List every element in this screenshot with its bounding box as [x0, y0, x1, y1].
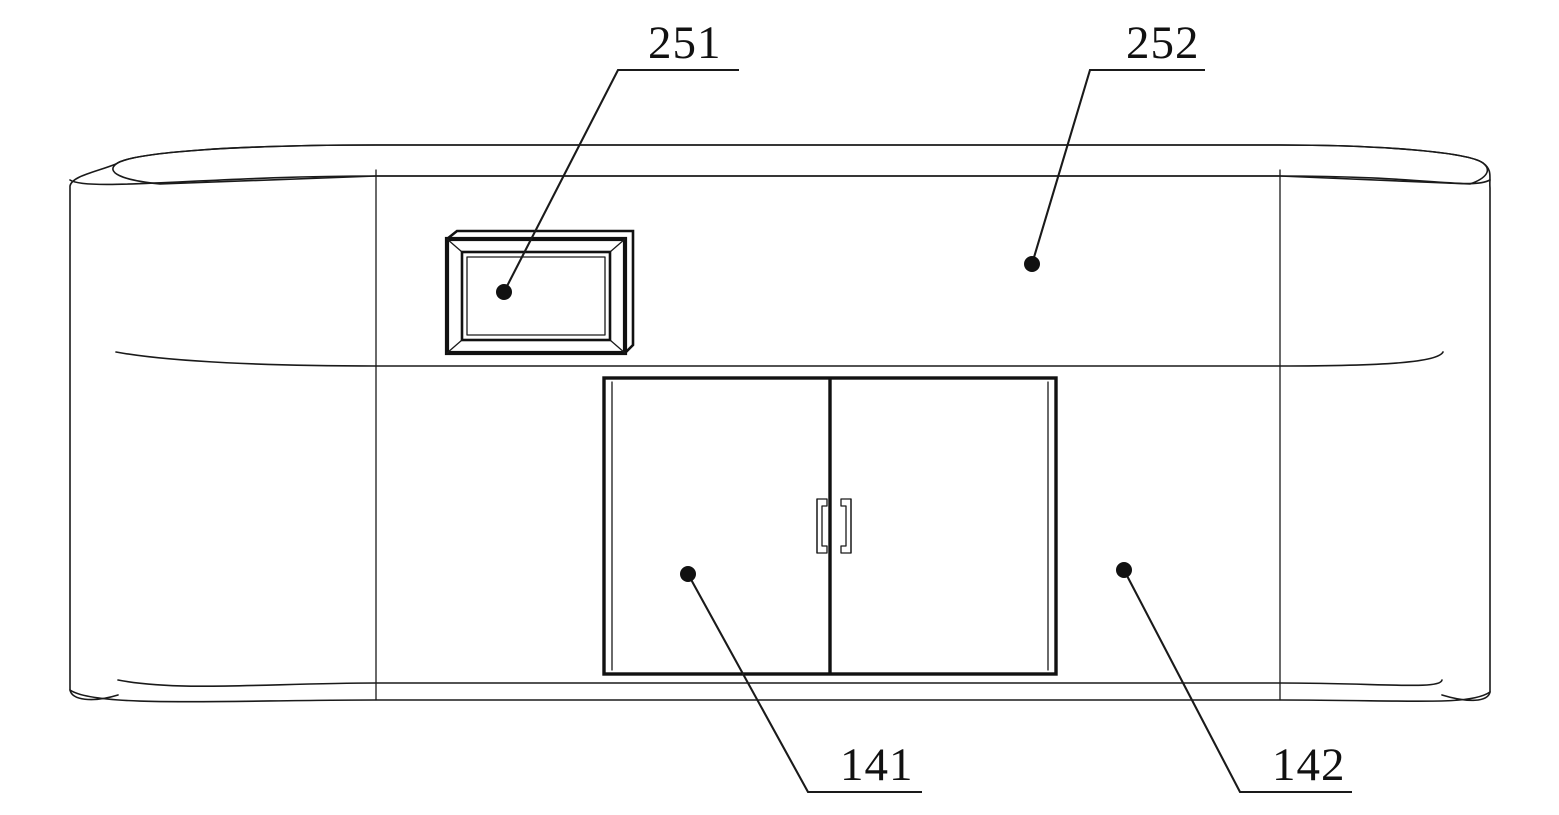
- display-panel[interactable]: [444, 229, 635, 356]
- leader-line-251: [503, 68, 739, 293]
- leader-lines: [496, 68, 1352, 794]
- display-panel-bevel-corners: [446, 238, 626, 354]
- leader-dot-141: [680, 566, 696, 582]
- display-panel-outer-bezel: [444, 236, 628, 356]
- cabinet-right-end-outline: [1441, 162, 1491, 702]
- cabinet-top-surface-outline: [112, 144, 1489, 185]
- reference-label-142: 142: [1272, 739, 1346, 791]
- reference-label-252: 252: [1126, 17, 1200, 69]
- cabinet-body: [69, 144, 1491, 703]
- cabinet-plinth-top-line: [117, 679, 1443, 688]
- leader-dot-251: [496, 284, 512, 300]
- cabinet-bottom-line: [69, 689, 1491, 703]
- right-door-handle[interactable]: [840, 498, 852, 554]
- reference-label-251: 251: [648, 17, 722, 69]
- display-panel-screen[interactable]: [469, 259, 603, 333]
- cabinet-top-rim-upper-edge: [115, 144, 1484, 165]
- display-panel-inner-frame: [460, 250, 612, 342]
- leader-line-141: [687, 573, 922, 794]
- reference-label-141: 141: [840, 739, 914, 791]
- leader-line-252: [1030, 68, 1205, 265]
- leader-line-142: [1123, 569, 1352, 794]
- display-panel-inner-frame-liner: [466, 256, 606, 336]
- cabinet-doors[interactable]: [602, 376, 1058, 676]
- left-door-handle[interactable]: [816, 498, 828, 554]
- cabinet-mid-divider: [115, 351, 1444, 367]
- leader-dot-252: [1024, 256, 1040, 272]
- leader-dot-142: [1116, 562, 1132, 578]
- cabinet-left-end-outline: [69, 163, 119, 701]
